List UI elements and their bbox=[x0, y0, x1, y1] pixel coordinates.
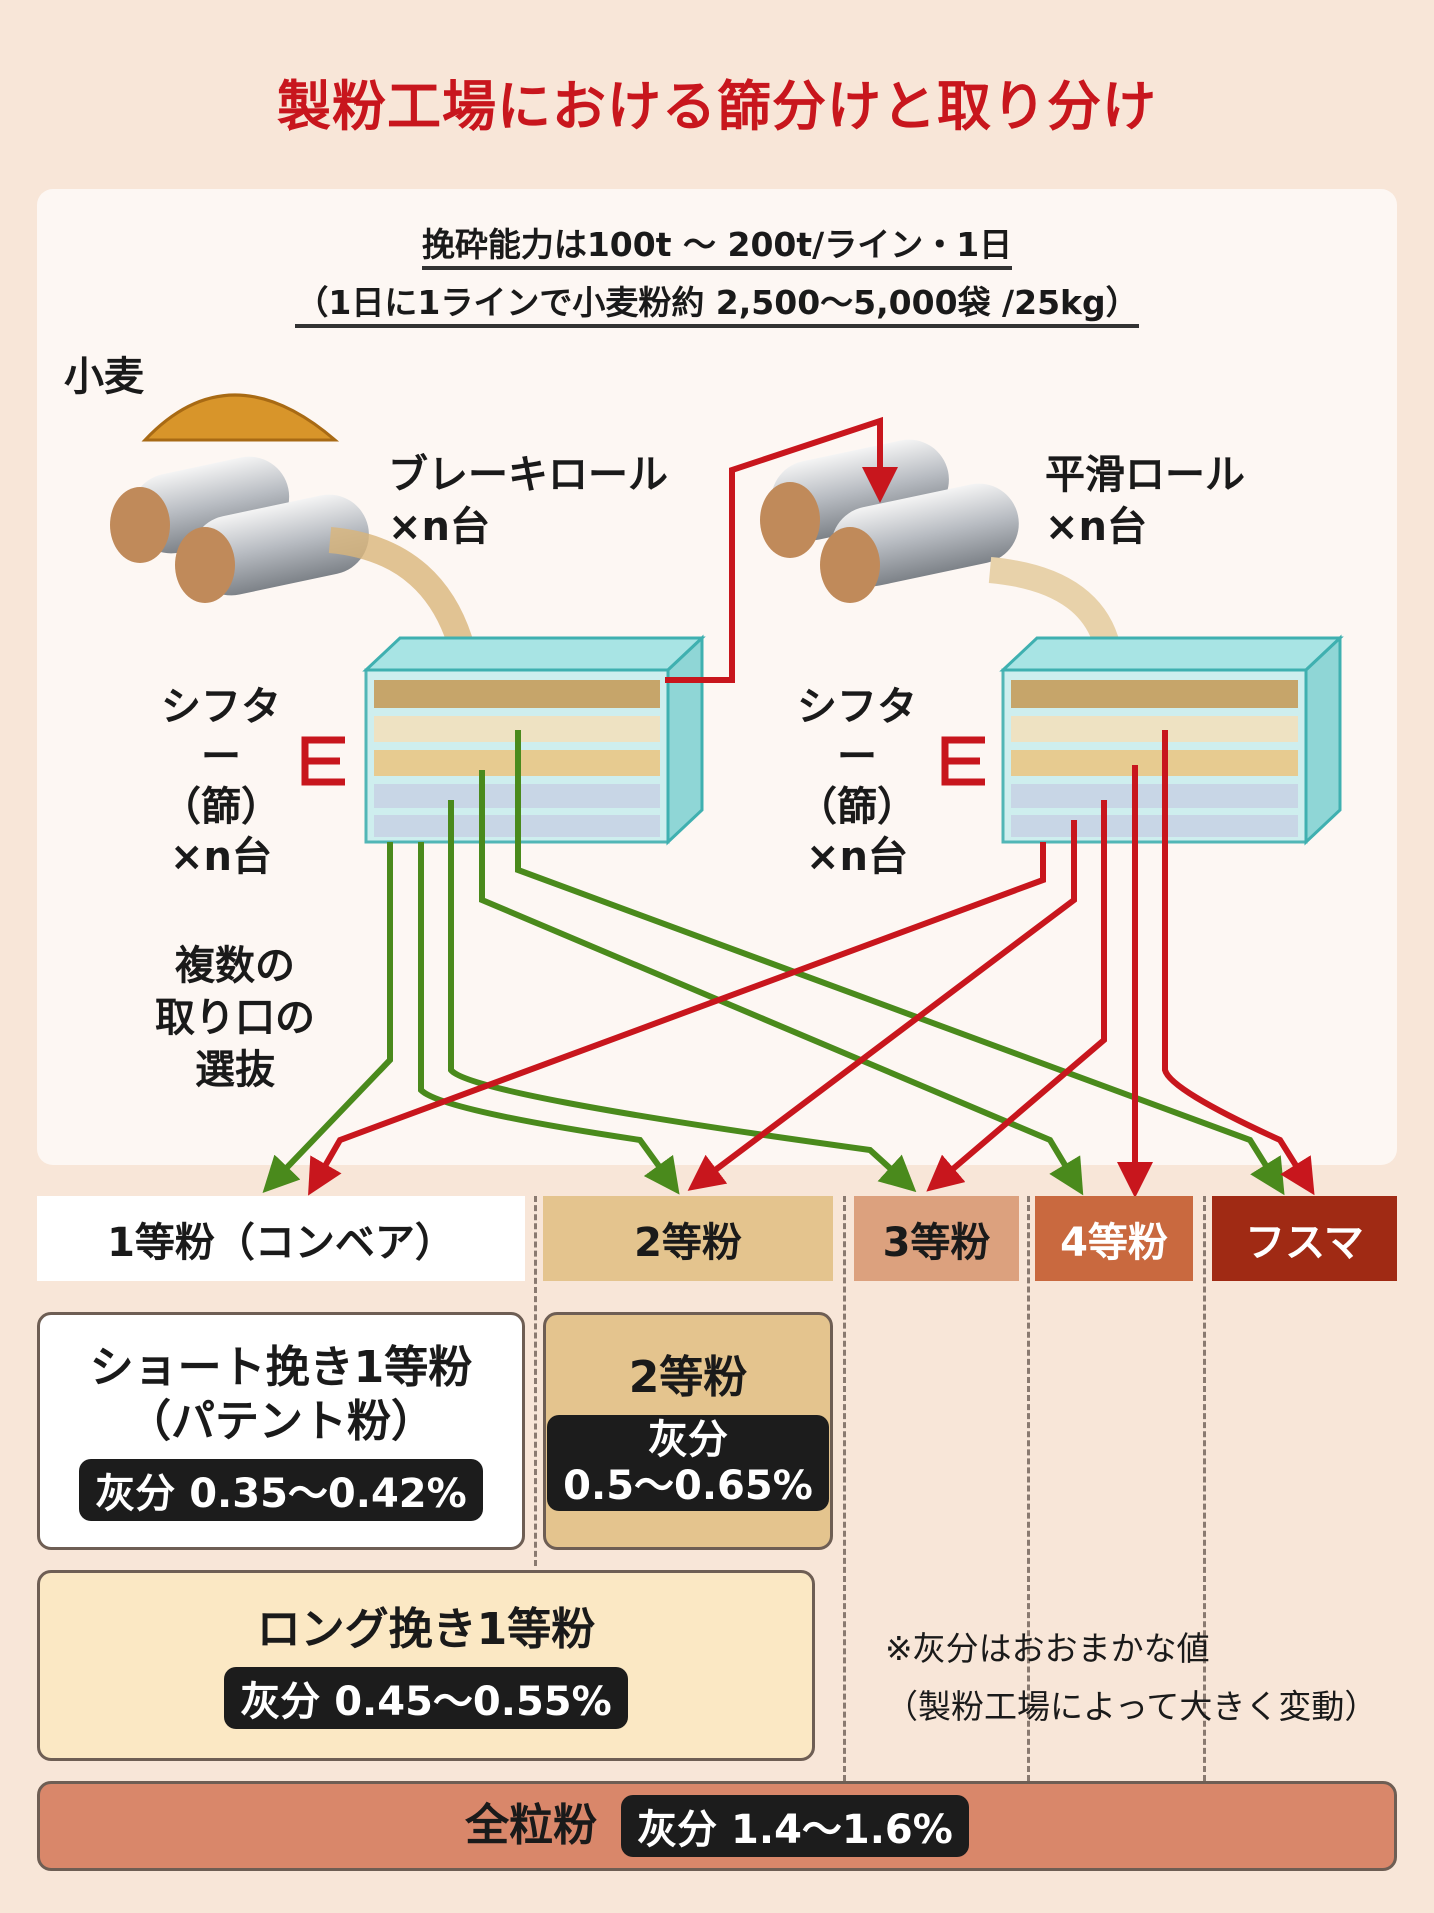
category-grade-2: 2等粉 bbox=[543, 1196, 833, 1281]
sifter-1-sub: （篩） bbox=[161, 784, 281, 830]
ash-label: 灰分 bbox=[647, 1417, 728, 1463]
flow-arrow bbox=[926, 800, 1107, 1192]
note-line: （製粉工場によって大きく変動） bbox=[885, 1687, 1378, 1726]
flow-arrow bbox=[687, 820, 1077, 1191]
divider bbox=[534, 1196, 537, 1566]
selection-label: 複数の 取り口の 選抜 bbox=[140, 940, 330, 1096]
sifter-1-label: シフター （篩） ×n台 bbox=[146, 682, 296, 882]
selection-line: 取り口の bbox=[155, 995, 315, 1041]
ash-badge: 灰分 0.35〜0.42% bbox=[79, 1459, 483, 1521]
second-title: 2等粉 bbox=[628, 1352, 748, 1403]
short-patent-flour-box: ショート挽き1等粉 （パテント粉） 灰分 0.35〜0.42% bbox=[37, 1312, 525, 1550]
divider bbox=[1027, 1196, 1030, 1781]
sifter-2-sub: （篩） bbox=[797, 784, 917, 830]
flow-arrow bbox=[448, 800, 917, 1193]
ash-badge: 灰分 0.45〜0.55% bbox=[224, 1666, 628, 1729]
flow-arrow-to-smooth-roll bbox=[665, 416, 898, 683]
category-grade-4: 4等粉 bbox=[1035, 1196, 1193, 1281]
whole-grain-flour-bar: 全粒粉 灰分 1.4〜1.6% bbox=[37, 1781, 1397, 1871]
wheat-pile-icon bbox=[141, 393, 340, 442]
ash-value: 0.5〜0.65% bbox=[563, 1463, 813, 1509]
ash-badge: 灰分 1.4〜1.6% bbox=[621, 1795, 969, 1857]
break-roll-icon bbox=[110, 456, 369, 603]
flow-arrow bbox=[262, 842, 393, 1193]
smooth-roll-icon bbox=[760, 439, 1019, 603]
bags-text: （1日に1ラインで小麦粉約 2,500〜5,000袋 /25kg） bbox=[295, 283, 1139, 328]
sifter-2-count: ×n台 bbox=[806, 834, 908, 880]
bags-line: （1日に1ラインで小麦粉約 2,500〜5,000袋 /25kg） bbox=[0, 276, 1434, 328]
category-grade-1: 1等粉（コンベア） bbox=[37, 1196, 525, 1281]
long-extraction-flour-box: ロング挽き1等粉 灰分 0.45〜0.55% bbox=[37, 1570, 815, 1761]
divider bbox=[843, 1196, 846, 1781]
short-title: ショート挽き1等粉 bbox=[89, 1342, 473, 1393]
sifter-2-name: シフター bbox=[797, 684, 917, 780]
sifter-2-label: シフター （篩） ×n台 bbox=[782, 682, 932, 882]
flow-arrow bbox=[308, 842, 1046, 1196]
wheat-label: 小麦 bbox=[64, 354, 144, 400]
flow-arrow bbox=[1162, 730, 1315, 1196]
second-grade-flour-box: 2等粉 灰分 0.5〜0.65% bbox=[543, 1312, 833, 1550]
smooth-roll-label: 平滑ロール bbox=[1045, 452, 1245, 498]
long-title: ロング挽き1等粉 bbox=[256, 1603, 596, 1655]
vibration-icon bbox=[301, 736, 985, 786]
break-roll-label: ブレーキロール bbox=[388, 452, 668, 498]
flow-arrow bbox=[479, 770, 1084, 1196]
flow-arrow bbox=[418, 842, 680, 1195]
note-line: ※灰分はおおまかな値 bbox=[885, 1629, 1210, 1668]
sifter-1-count: ×n台 bbox=[170, 834, 272, 880]
flow-arrow bbox=[515, 730, 1285, 1196]
category-grade-3: 3等粉 bbox=[854, 1196, 1019, 1281]
break-roll-count: ×n台 bbox=[388, 504, 490, 550]
sifter-1-name: シフター bbox=[161, 684, 281, 780]
short-subtitle: （パテント粉） bbox=[127, 1396, 435, 1447]
capacity-text: 挽砕能力は100t 〜 200t/ライン・1日 bbox=[421, 225, 1013, 270]
page-title: 製粉工場における篩分けと取り分け bbox=[277, 75, 1157, 138]
smooth-roll-count: ×n台 bbox=[1045, 504, 1147, 550]
note: ※灰分はおおまかな値 （製粉工場によって大きく変動） bbox=[885, 1620, 1377, 1736]
divider bbox=[1203, 1196, 1206, 1781]
sifter-2-icon bbox=[999, 634, 1344, 846]
green-flow-arrows bbox=[262, 730, 1285, 1196]
red-flow-arrows bbox=[308, 730, 1315, 1198]
whole-title: 全粒粉 bbox=[465, 1800, 598, 1851]
sifter-1-icon bbox=[362, 634, 706, 846]
selection-line: 複数の bbox=[175, 943, 295, 989]
ash-badge: 灰分 0.5〜0.65% bbox=[547, 1415, 829, 1511]
capacity-line: 挽砕能力は100t 〜 200t/ライン・1日 bbox=[0, 218, 1434, 270]
category-bran: フスマ bbox=[1212, 1196, 1397, 1281]
selection-line: 選抜 bbox=[195, 1047, 275, 1093]
